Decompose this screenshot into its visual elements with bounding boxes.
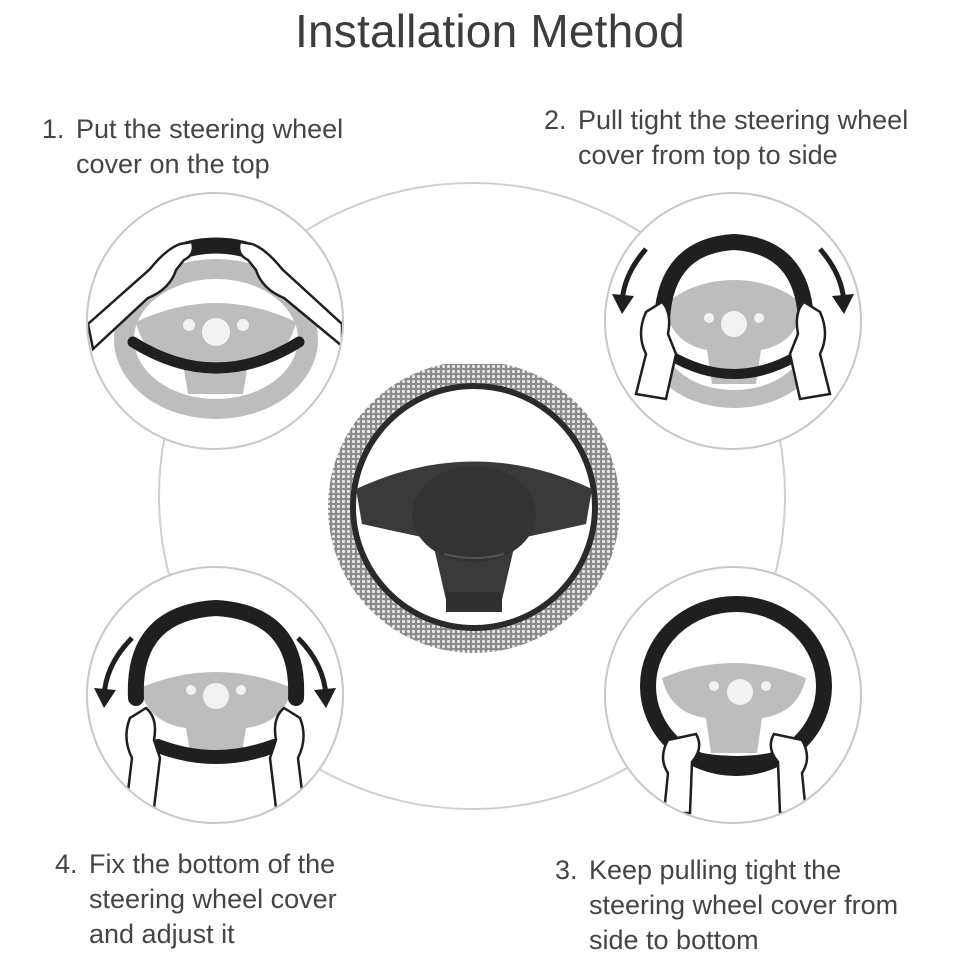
step-4-illustration [86,566,344,824]
step-2-line-2: cover from top to side [578,140,838,170]
step-4-line-1: Fix the bottom of the [89,849,336,879]
hands-illustration [88,240,342,352]
step-4-line-2: steering wheel cover [89,884,337,914]
step-3-line-1: Keep pulling tight the [589,855,842,885]
page-title: Installation Method [295,5,685,57]
step-3-line-3: side to bottom [589,925,759,955]
step-3-line-2: steering wheel cover from [589,890,899,920]
steering-wheel-illustration [94,599,336,810]
step-1-number: 1. [42,114,65,144]
step-4-caption: 4. Fix the bottom of the steering wheel … [55,847,337,952]
step-1-illustration [86,192,344,450]
step-1-line-2: cover on the top [76,149,270,179]
rhinestone-cover-wheel-illustration [328,364,620,653]
step-1-line-1: Put the steering wheel [76,114,344,144]
step-3-caption: 3. Keep pulling tight the steering wheel… [555,853,898,958]
step-2-line-1: Pull tight the steering wheel [578,105,909,135]
hands-illustration [634,300,832,401]
step-3-number: 3. [555,855,578,885]
step-2-number: 2. [544,105,567,135]
steering-wheel-illustration [88,237,342,419]
steering-wheel-illustration [612,233,854,408]
arrow-icon [94,636,336,708]
steering-wheel-illustration [640,596,832,815]
hands-illustration [124,706,306,810]
step-2-caption: 2. Pull tight the steering wheel cover f… [544,103,908,173]
connector-ring [158,182,786,810]
step-1-caption: 1. Put the steering wheel cover on the t… [42,112,343,182]
step-4-number: 4. [55,849,78,879]
arrow-icon [612,247,854,314]
step-2-illustration [604,192,862,450]
finished-wheel [326,364,622,660]
step-3-illustration [604,566,862,824]
hands-illustration [661,732,809,815]
step-4-line-3: and adjust it [89,919,235,949]
